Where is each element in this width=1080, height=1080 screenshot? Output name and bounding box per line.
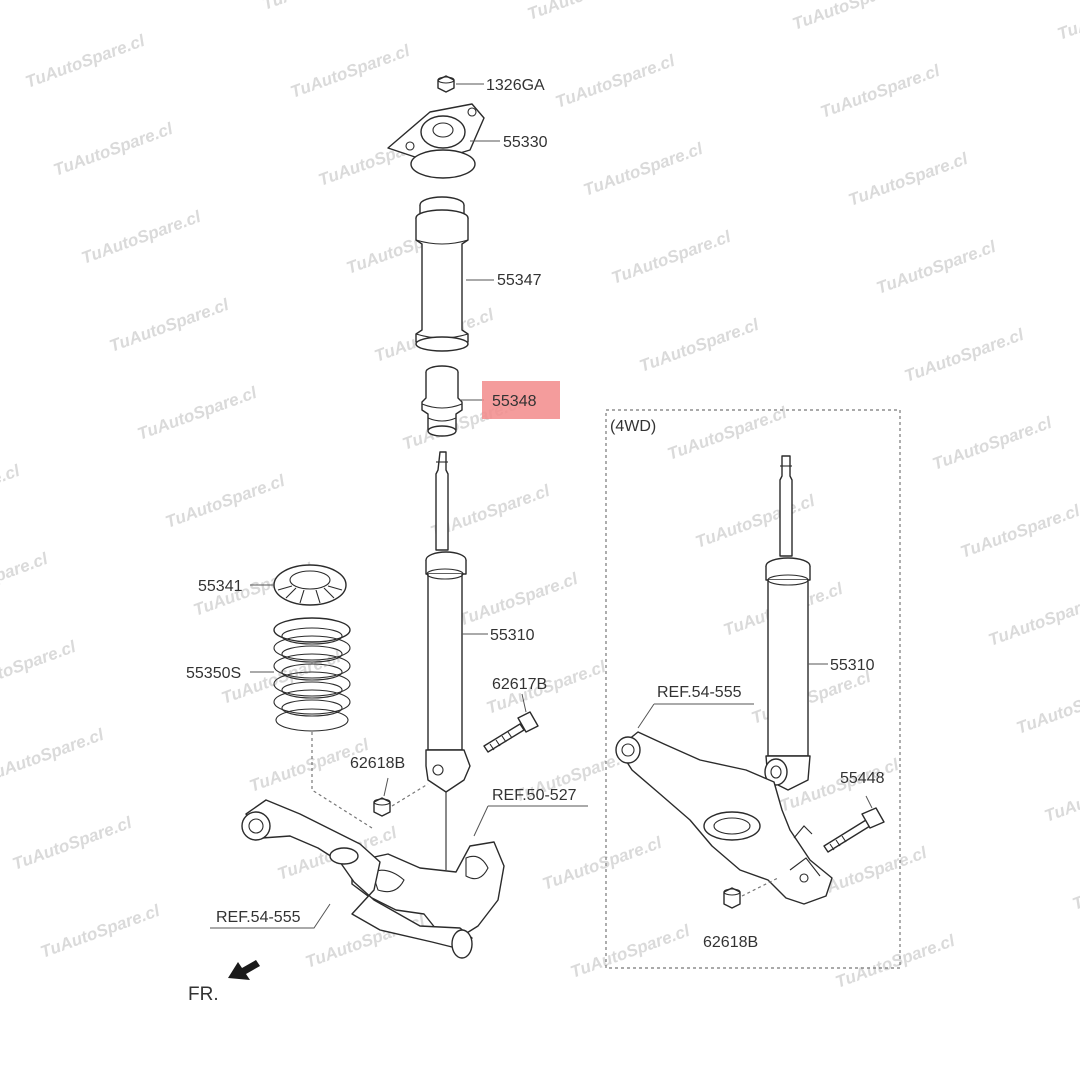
bump-stopper-55348[interactable] <box>421 365 463 437</box>
label-62618b-main[interactable]: 62618B <box>350 755 405 772</box>
top-mount-55330[interactable] <box>387 103 485 179</box>
front-direction-arrow <box>228 960 260 980</box>
watermark-text: TuAutoSpare.cl <box>23 31 148 92</box>
label-front: FR. <box>188 984 219 1005</box>
leader-ref-54-555-main <box>210 903 331 929</box>
label-55310-4wd[interactable]: 55310 <box>830 657 875 674</box>
watermark-text: TuAutoSpare.cl <box>637 315 762 376</box>
nut-62618b-dashline <box>391 783 429 807</box>
watermark-text: TuAutoSpare.cl <box>874 237 999 298</box>
spring-seat-dashline <box>311 732 373 829</box>
watermark-text: TuAutoSpare.cl <box>0 461 23 522</box>
watermark-text: TuAutoSpare.cl <box>107 295 232 356</box>
watermark-text: TuAutoSpare.cl <box>581 139 706 200</box>
watermark-text: TuAutoSpare.cl <box>0 0 120 4</box>
label-55310-main[interactable]: 55310 <box>490 627 535 644</box>
dust-cover-55347[interactable] <box>415 196 469 352</box>
nut-62618b-4wd-dashline <box>741 877 779 897</box>
watermark-text: TuAutoSpare.cl <box>0 549 51 610</box>
watermark-text: TuAutoSpare.cl <box>79 207 204 268</box>
watermark-text: TuAutoSpare.cl <box>930 413 1055 474</box>
coil-spring-55350s[interactable] <box>273 617 351 732</box>
watermark-text: TuAutoSpare.cl <box>902 325 1027 386</box>
watermark-text: TuAutoSpare.cl <box>51 119 176 180</box>
watermark-text: TuAutoSpare.cl <box>1055 0 1080 44</box>
label-62617b[interactable]: 62617B <box>492 676 547 693</box>
watermark-text: TuAutoSpare.cl <box>10 813 135 874</box>
watermark-text: TuAutoSpare.cl <box>456 569 581 630</box>
label-ref-50-527[interactable]: REF.50-527 <box>492 787 577 804</box>
watermark-text: TuAutoSpare.cl <box>135 383 260 444</box>
watermark-text: TuAutoSpare.cl <box>0 637 79 698</box>
watermark-text: TuAutoSpare.cl <box>609 227 734 288</box>
leader-ref-54-555-4wd <box>637 703 754 729</box>
label-55348[interactable]: 55348 <box>492 393 537 410</box>
label-1326ga[interactable]: 1326GA <box>486 77 545 94</box>
label-ref-54-555-4wd[interactable]: REF.54-555 <box>657 684 742 701</box>
lower-arm-ref-54-555-4wd[interactable] <box>615 731 833 905</box>
nut-62618b-main[interactable] <box>373 797 391 817</box>
watermark-text: TuAutoSpare.cl <box>846 149 971 210</box>
label-55448[interactable]: 55448 <box>840 770 885 787</box>
shock-absorber-55310-4wd[interactable] <box>764 455 811 791</box>
watermark-text: TuAutoSpare.cl <box>553 51 678 112</box>
watermark-text: TuAutoSpare.cl <box>1070 853 1080 914</box>
highlight-box-55348 <box>482 381 560 419</box>
watermark-text: TuAutoSpare.cl <box>260 0 385 14</box>
watermark-text: TuAutoSpare.cl <box>1014 677 1080 738</box>
label-55347[interactable]: 55347 <box>497 272 542 289</box>
leader-62617b <box>521 693 527 713</box>
watermark-text: TuAutoSpare.cl <box>540 833 665 894</box>
watermark-text: TuAutoSpare.cl <box>790 0 915 34</box>
shock-absorber-55310[interactable] <box>425 451 471 870</box>
leader-ref-50-527 <box>473 805 588 837</box>
watermark-text: TuAutoSpare.cl <box>986 589 1080 650</box>
watermark-text: TuAutoSpare.cl <box>163 471 288 532</box>
watermark-text: TuAutoSpare.cl <box>288 41 413 102</box>
leader-55448 <box>865 795 873 809</box>
watermark-text: TuAutoSpare.cl <box>38 901 163 962</box>
watermark-text: TuAutoSpare.cl <box>833 931 958 992</box>
lower-arm-ref-54-555-main[interactable] <box>241 799 473 959</box>
label-55350s[interactable]: 55350S <box>186 665 241 682</box>
leader-62618b-main <box>383 777 389 797</box>
watermark-text: TuAutoSpare.cl <box>818 61 943 122</box>
watermark-text: TuAutoSpare.cl <box>525 0 650 24</box>
spring-pad-55341[interactable] <box>273 564 347 606</box>
label-4wd: (4WD) <box>610 418 656 435</box>
watermark-text: TuAutoSpare.cl <box>0 725 107 786</box>
nut-62618b-4wd[interactable] <box>723 887 741 909</box>
nut-1326ga[interactable] <box>437 75 455 93</box>
bolt-55448[interactable] <box>823 807 885 853</box>
label-55330[interactable]: 55330 <box>503 134 548 151</box>
knuckle-ref-50-527[interactable] <box>351 841 505 937</box>
variant-4wd-box <box>605 409 901 969</box>
watermark-text: TuAutoSpare.cl <box>958 501 1080 562</box>
watermark-text: TuAutoSpare.cl <box>1042 765 1080 826</box>
watermark-text: TuAutoSpare.cl <box>665 403 790 464</box>
label-ref-54-555-main[interactable]: REF.54-555 <box>216 909 301 926</box>
watermark-text: TuAutoSpare.cl <box>693 491 818 552</box>
bolt-62617b[interactable] <box>483 711 539 753</box>
label-62618b-4wd[interactable]: 62618B <box>703 934 758 951</box>
label-55341[interactable]: 55341 <box>198 578 243 595</box>
watermark-text: TuAutoSpare.cl <box>568 921 693 982</box>
